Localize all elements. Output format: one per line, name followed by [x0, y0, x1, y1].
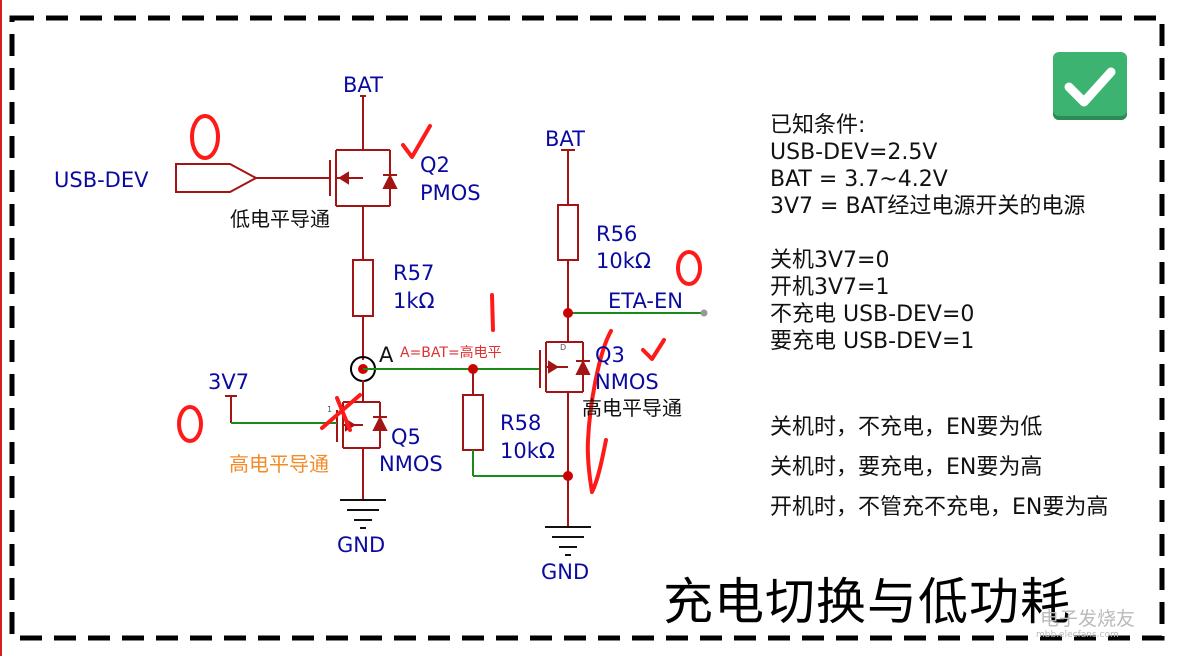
rule-line: 关机时，不充电，EN要为低	[770, 415, 1043, 440]
q3-nmos	[539, 313, 591, 476]
usb-dev-label: USB-DEV	[54, 168, 149, 192]
gnd-right-symbol	[545, 526, 591, 556]
q2-pmos	[175, 95, 398, 260]
gnd-left-symbol	[340, 499, 386, 529]
q5-label: Q5	[391, 425, 421, 449]
rule-line: 开机时，不管充不充电，EN要为高	[770, 495, 1109, 520]
q2-label: Q2	[420, 153, 450, 177]
conditions-block: 已知条件: USB-DEV=2.5V BAT = 3.7~4.2V 3V7 = …	[770, 112, 1085, 355]
checkmark-icon	[1064, 67, 1116, 107]
q3-label: Q3	[595, 343, 625, 367]
q5-pin-label: 1	[327, 405, 332, 414]
r58-label: R58	[500, 411, 541, 435]
eta-zero-mark-shape	[676, 250, 702, 286]
condition-line: 3V7 = BAT经过电源开关的电源	[770, 194, 1086, 219]
q3-type-label: NMOS	[595, 370, 659, 394]
condition-line: BAT = 3.7~4.2V	[770, 167, 948, 192]
condition-line: 开机3V7=1	[770, 275, 890, 300]
rules-block: 关机时，不充电，EN要为低 关机时，要充电，EN要为高 开机时，不管充不充电，E…	[770, 408, 1108, 528]
eta-en-terminal	[700, 309, 708, 317]
q5-note: 高电平导通	[229, 452, 329, 476]
gnd-right-label: GND	[541, 560, 589, 584]
q2-note: 低电平导通	[230, 207, 330, 231]
q2-type-label: PMOS	[420, 181, 481, 205]
page-title: 充电切换与低功耗	[663, 573, 1071, 631]
watermark-url: mbb.elecfans.com	[1036, 630, 1119, 640]
q3-check-mark	[641, 338, 666, 361]
node-one-mark	[490, 293, 495, 332]
q2-check-mark	[401, 124, 432, 159]
check-badge-icon	[1053, 52, 1127, 120]
q3-pin-label: D	[560, 343, 566, 352]
r58-value: 10kΩ	[500, 439, 555, 463]
conditions-heading: 已知条件:	[770, 113, 866, 138]
bat-right-label: BAT	[545, 127, 585, 151]
condition-line: 不充电 USB-DEV=0	[770, 302, 975, 327]
rule-line: 关机时，要充电，EN要为高	[770, 455, 1043, 480]
watermark-text: 电子发烧友	[1040, 608, 1136, 630]
condition-line: 要充电 USB-DEV=1	[770, 329, 975, 354]
q5-cross-mark	[320, 393, 362, 432]
r56-label: R56	[596, 222, 637, 246]
r56-value: 10kΩ	[596, 249, 651, 273]
q3-down-arrow-mark	[585, 329, 613, 494]
condition-line: 关机3V7=0	[770, 248, 890, 273]
eta-en-label: ETA-EN	[608, 289, 683, 313]
node-a-note: A=BAT=高电平	[400, 344, 502, 361]
q5-type-label: NMOS	[379, 452, 443, 476]
pen-annotations	[177, 114, 702, 494]
gnd-left-label: GND	[337, 533, 385, 557]
r56-branch	[557, 149, 579, 313]
q3-note: 高电平导通	[582, 396, 682, 420]
v3v7-zero-mark-shape	[177, 405, 203, 443]
node-a-label: A	[379, 343, 394, 367]
condition-spacer	[770, 220, 1085, 247]
dashed-frame	[9, 15, 1165, 641]
r57-value: 1kΩ	[393, 289, 435, 313]
usb-zero-mark-shape	[190, 114, 220, 160]
r57-label: R57	[393, 261, 434, 285]
condition-line: USB-DEV=2.5V	[770, 140, 938, 165]
bat-top-label: BAT	[343, 73, 383, 97]
v3v7-label: 3V7	[208, 370, 249, 394]
